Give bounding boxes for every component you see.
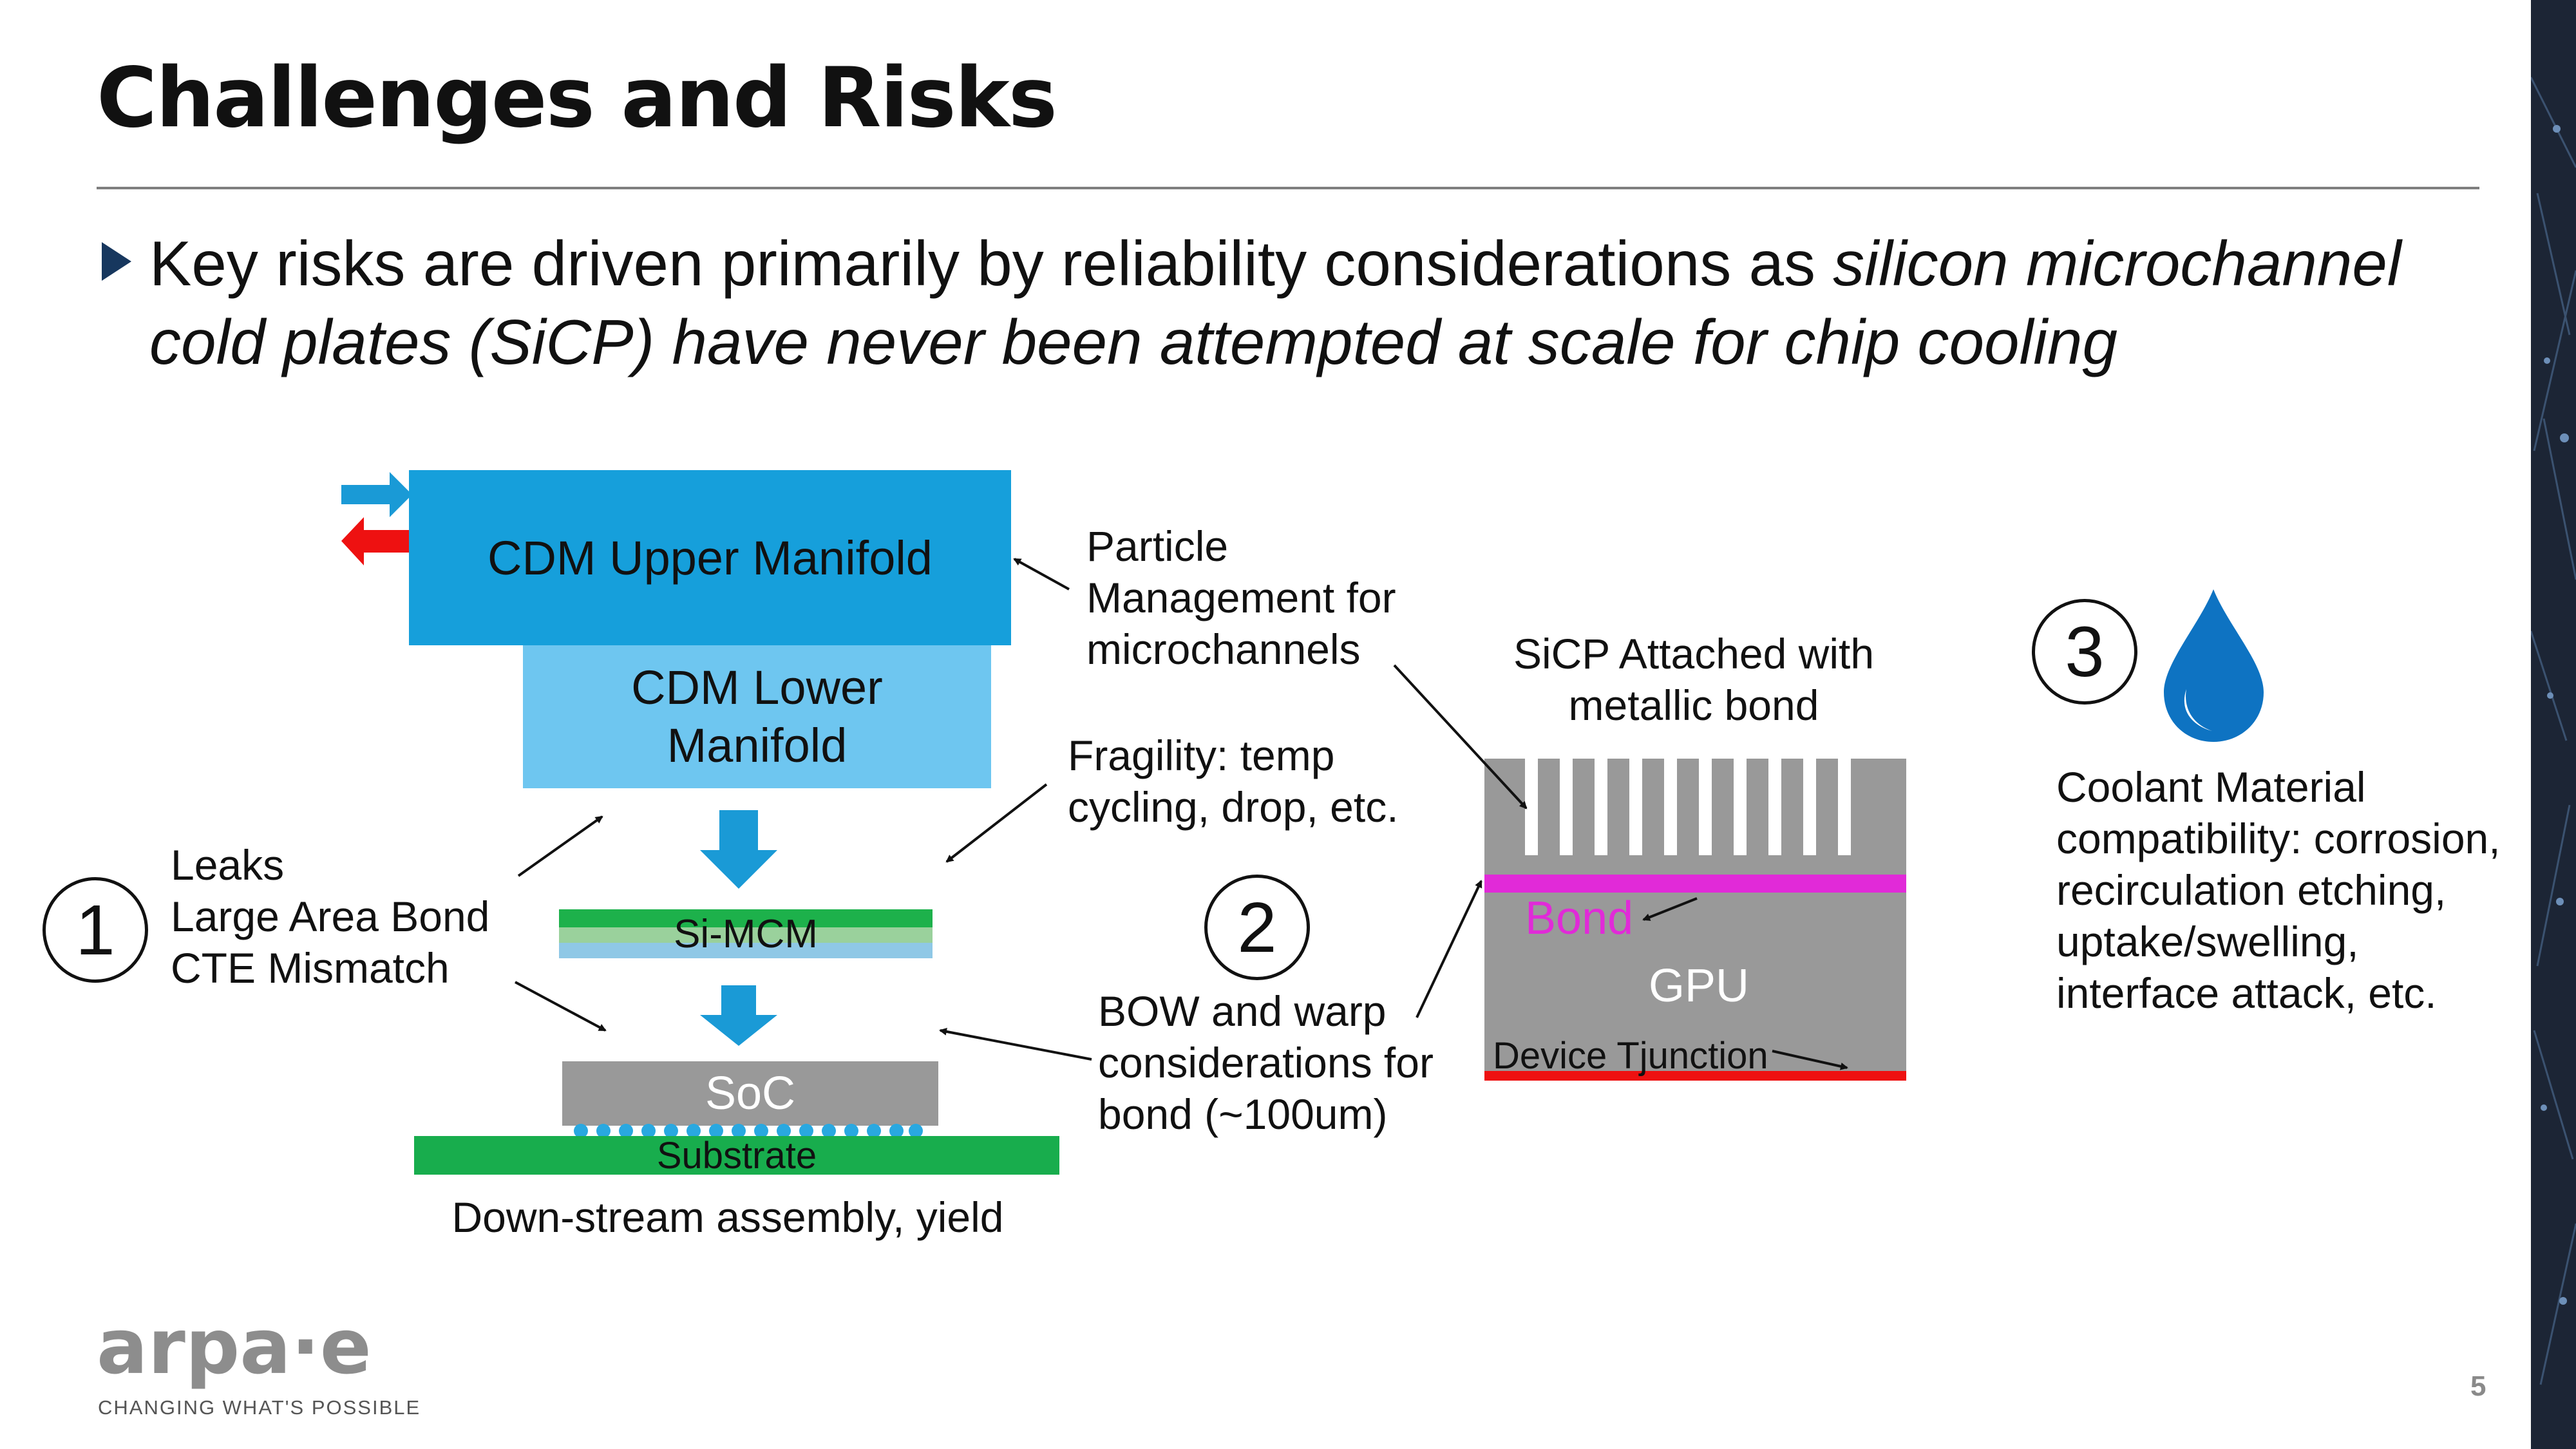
page-title: Challenges and Risks [97,50,1057,146]
bond-label: Bond [1525,893,1634,944]
bow-line-3: bond (~100um) [1098,1090,1388,1138]
soc-die: SoC [562,1061,938,1126]
bow-line-1: BOW and warp [1098,987,1387,1035]
page-number: 5 [2470,1370,2486,1402]
leaks-pointer-up [517,815,603,877]
fragility-callout: Fragility: temp cycling, drop, etc. [1068,730,1399,833]
particle-pointer [1013,558,1070,591]
cdm-upper-manifold: CDM Upper Manifold [409,470,1011,645]
solder-bumps [574,1124,923,1138]
tjunction-label: Device Tjunction [1493,1035,1768,1077]
coolant-line-1: Coolant Material [2056,763,2366,811]
key-risks-bullet: Key risks are driven primarily by reliab… [149,224,2455,381]
bond-pointer [1642,897,1698,921]
bow-line-2: considerations for [1098,1039,1434,1086]
risk-3-badge: 3 [2032,599,2137,705]
bow-pointer-bond [1416,880,1482,1018]
risk-1-number: 1 [75,890,115,970]
cdm-upper-manifold-label: CDM Upper Manifold [488,531,933,585]
leaks-pointer-down [515,981,607,1032]
risk-2-number: 2 [1237,887,1277,967]
substrate-label: Substrate [656,1134,817,1177]
risk-1-bond: Large Area Bond [171,893,490,940]
sicp-title-line-2: metallic bond [1568,681,1819,729]
soc-label: SoC [705,1068,796,1119]
sicp-cross-section [1484,759,1906,1081]
bond-layer [1484,875,1906,893]
sicp-body [1484,759,1906,1081]
risk-1-badge: 1 [43,877,148,983]
decorative-edge-band [2531,0,2576,1449]
risk-3-number: 3 [2065,612,2105,692]
fragility-line-1: Fragility: temp [1068,732,1335,779]
coolant-line-4: uptake/swelling, [2056,918,2359,965]
coolant-line-5: interface attack, etc. [2056,969,2437,1017]
risk-1-list: Leaks Large Area Bond CTE Mismatch [171,839,489,994]
fragility-pointer [945,783,1048,863]
simcm-middle-layer [559,927,933,943]
particle-line-2: Management for [1086,574,1396,621]
coolant-line-3: recirculation etching, [2056,866,2447,914]
microchannel-fins [1525,759,1851,855]
down-arrow-1-icon [700,810,777,889]
bullet-italic-text: silicon microchannel cold plates (SiCP) … [149,228,2401,377]
substrate: Substrate [414,1134,1059,1177]
risk-1-cte: CTE Mismatch [171,944,450,992]
logo-tagline: CHANGING WHAT'S POSSIBLE [98,1396,421,1419]
cdm-lower-manifold-label: CDM Lower Manifold [631,661,883,772]
simcm-label: Si-MCM [559,909,933,958]
gpu-label: GPU [1649,960,1750,1012]
simcm-text: Si-MCM [674,911,818,956]
cdm-lower-manifold: CDM Lower Manifold [523,645,991,788]
network-pattern-icon [2531,77,2576,1385]
tjunction-pointer [1772,1050,1848,1070]
logo-wordmark: arpa·e [97,1314,372,1391]
simcm-bottom-layer [559,943,933,958]
arpa-e-logo: arpa·e [97,1314,372,1391]
particle-line-1: Particle [1086,522,1229,570]
bow-pointer-soc [939,1027,1092,1061]
particle-callout: Particle Management for microchannels [1086,520,1396,675]
sicp-pointer [1393,664,1528,810]
sicp-title-line-1: SiCP Attached with [1513,630,1875,677]
downstream-caption: Down-stream assembly, yield [451,1193,1004,1241]
particle-line-3: microchannels [1086,625,1361,673]
title-divider [97,187,2479,189]
bullet-triangle-icon [102,242,131,281]
simcm-top-layer [559,909,933,927]
fragility-line-2: cycling, drop, etc. [1068,783,1399,831]
outlet-arrow-icon [341,517,412,565]
risk-1-leaks: Leaks [171,841,285,889]
sicp-title: SiCP Attached with metallic bond [1481,628,1906,731]
risk-2-badge: 2 [1204,875,1310,980]
bow-warp-callout: BOW and warp considerations for bond (~1… [1098,985,1434,1140]
water-drop-icon [2164,589,2264,742]
coolant-line-2: compatibility: corrosion, [2056,815,2501,862]
coolant-callout: Coolant Material compatibility: corrosio… [2056,761,2501,1019]
coolant-flow-arrows [341,472,412,565]
bullet-plain-text: Key risks are driven primarily by reliab… [149,228,1833,299]
down-arrow-2-icon [700,985,777,1046]
inlet-arrow-icon [341,472,412,517]
tjunction-line [1484,1071,1906,1081]
